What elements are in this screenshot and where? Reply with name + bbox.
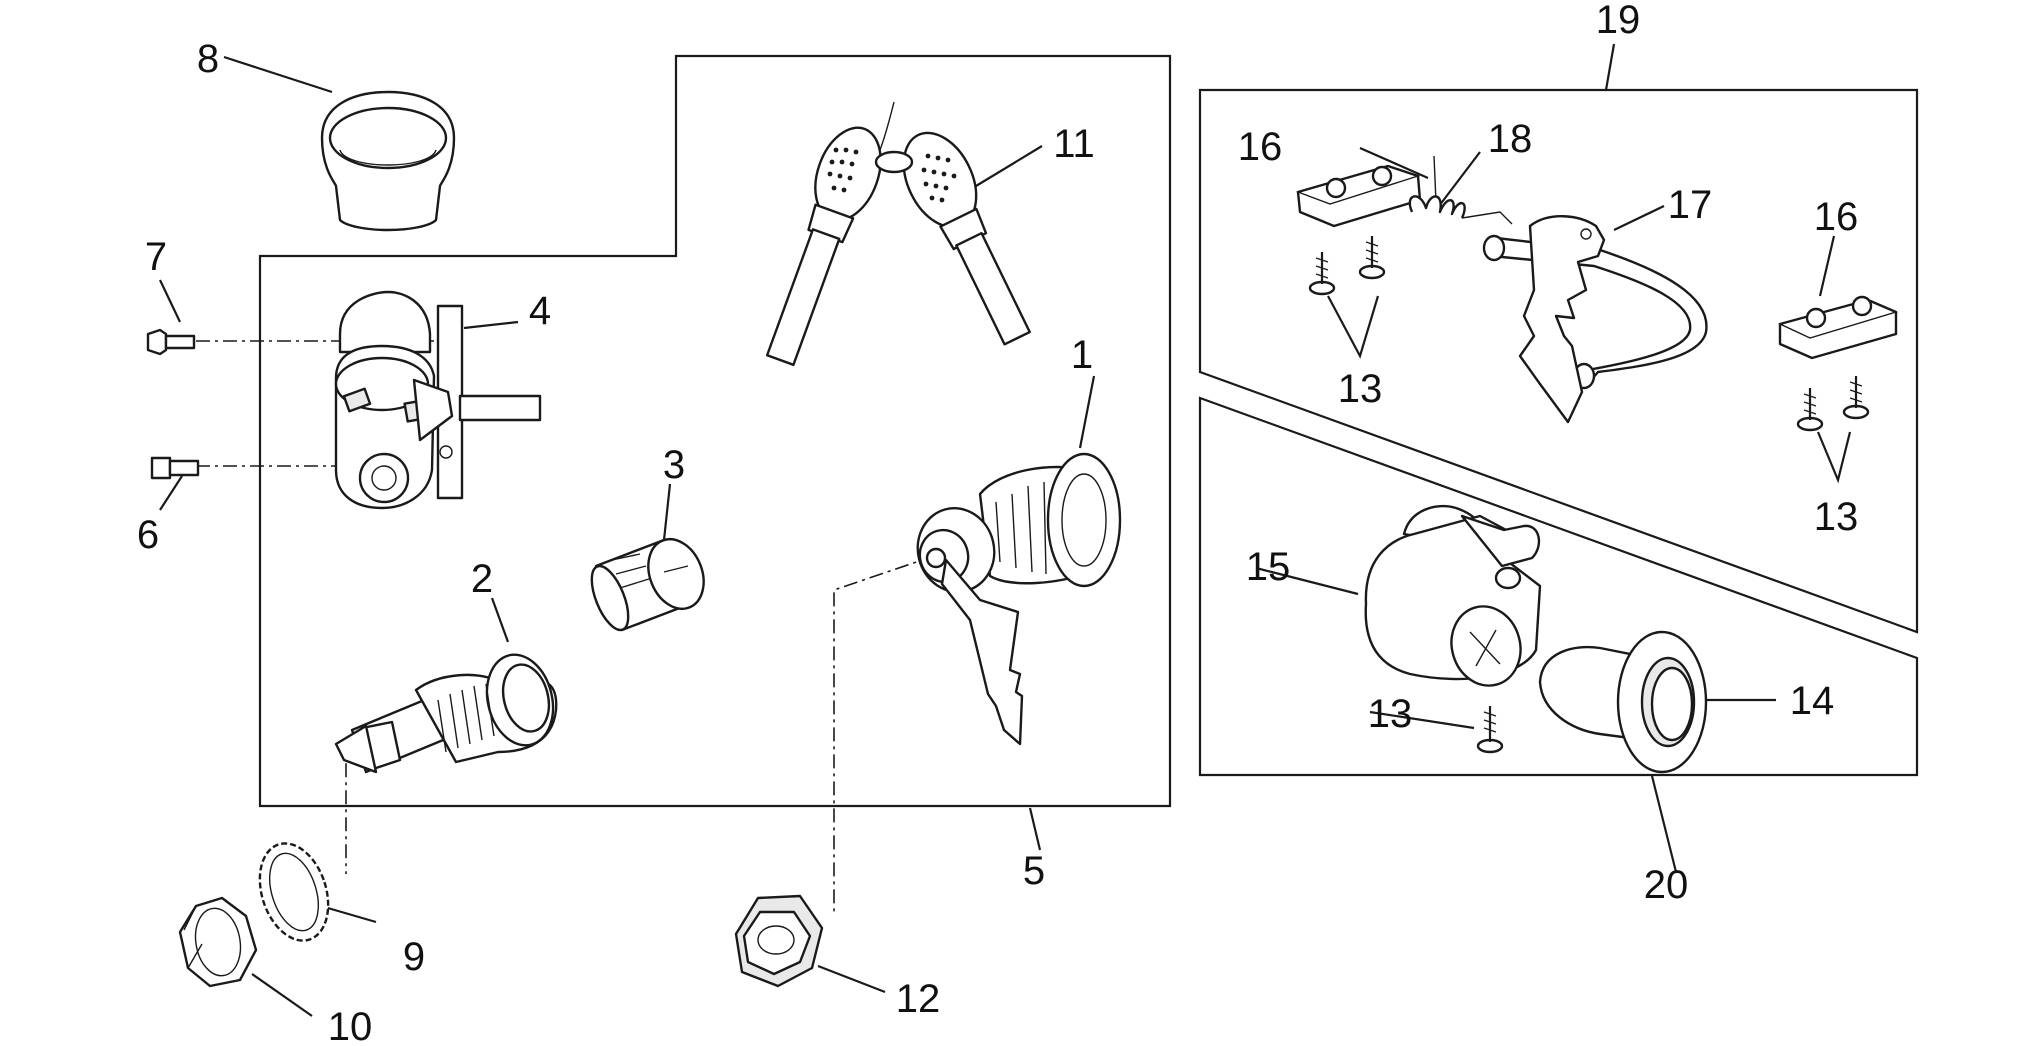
callout-18: 18	[1488, 117, 1533, 161]
callout-5: 5	[1023, 849, 1045, 893]
callout-7: 7	[145, 235, 167, 279]
callout-20: 20	[1644, 863, 1689, 907]
callout-2: 2	[471, 557, 493, 601]
cylinder-part-3	[590, 538, 705, 632]
kit-19-frame	[1198, 88, 1919, 634]
callout-14: 14	[1790, 679, 1835, 723]
screw-part-13-b	[1358, 236, 1386, 280]
collar-part-8	[320, 90, 456, 232]
screw-part-13-e	[1476, 706, 1504, 754]
hex-nut-part-12	[734, 894, 824, 988]
callout-16-b: 16	[1814, 195, 1859, 239]
latch-rod-part-17	[1482, 215, 1708, 424]
screw-part-6	[150, 456, 200, 480]
kit-20-frame	[1198, 396, 1919, 777]
callout-16-a: 16	[1238, 125, 1283, 169]
callout-8: 8	[197, 37, 219, 81]
lock-body-part-4	[334, 290, 542, 510]
callout-13-c: 13	[1368, 692, 1413, 736]
callout-labels: 1 2 3 4 5 6 7 8 9 10 11 12 13 13 13 14 1…	[137, 0, 1858, 1046]
lock-washer-part-9	[258, 842, 330, 942]
callout-10: 10	[328, 1005, 373, 1046]
assembly-axes	[196, 340, 935, 916]
screw-part-13-a	[1308, 252, 1336, 296]
screw-part-13-c	[1796, 388, 1824, 432]
bracket-part-16-left	[1295, 164, 1422, 228]
callout-6: 6	[137, 513, 159, 557]
leader-lines	[159, 43, 1852, 1017]
lock-housing-part-15	[1364, 504, 1542, 687]
callout-15: 15	[1246, 545, 1291, 589]
callout-17: 17	[1668, 183, 1713, 227]
callout-9: 9	[403, 935, 425, 979]
spring-part-18	[1408, 155, 1513, 225]
hex-nut-part-10	[178, 896, 258, 988]
callout-13-a: 13	[1338, 367, 1383, 411]
bracket-part-16-right	[1777, 295, 1899, 360]
callout-11: 11	[1053, 122, 1095, 166]
kit-5-frame	[258, 54, 1172, 808]
callout-12: 12	[896, 977, 941, 1021]
screw-part-13-d	[1842, 376, 1870, 420]
callout-19: 19	[1596, 0, 1641, 42]
callout-13-b: 13	[1814, 495, 1859, 539]
keys-part-11	[765, 101, 1031, 367]
key-dots	[827, 147, 957, 203]
bushing-part-14	[1538, 630, 1708, 774]
callout-3: 3	[663, 443, 685, 487]
lock-part-2	[334, 653, 558, 774]
callout-1: 1	[1071, 333, 1093, 377]
callout-4: 4	[529, 289, 551, 333]
screw-part-7	[146, 328, 196, 356]
lock-part-1	[916, 452, 1122, 746]
